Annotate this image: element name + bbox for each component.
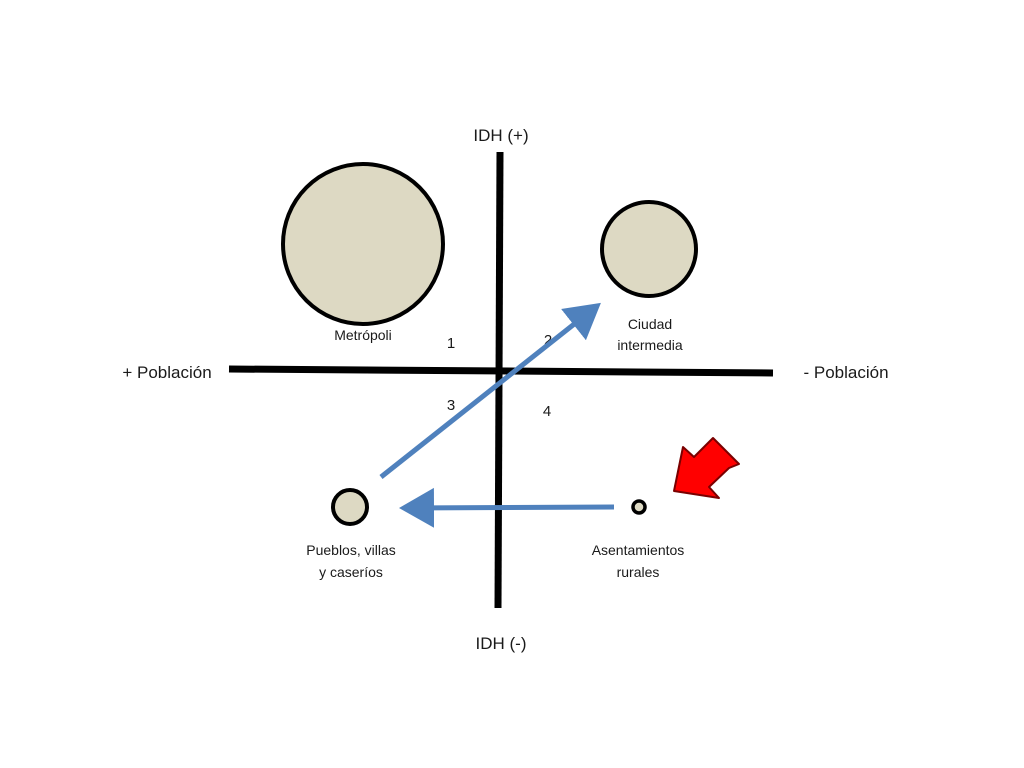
axis-label-bottom: IDH (-) (476, 634, 527, 653)
asentamientos-label-line-2: rurales (617, 564, 660, 580)
asentamientos-label-line-1: Asentamientos (592, 542, 685, 558)
horizontal-axis (228, 365, 774, 377)
ciudad-intermedia-circle (600, 200, 698, 298)
quadrant-label-4: 4 (543, 403, 551, 420)
metropoli-circle (281, 162, 445, 326)
quadrant-label-3: 3 (447, 397, 455, 414)
pueblos-label-line-1: Pueblos, villas (306, 542, 396, 558)
pueblos-circle (331, 488, 369, 526)
ciudad-intermedia-label-line-1: Ciudad (628, 316, 672, 332)
quadrant-label-2: 2 (544, 332, 552, 349)
metropoli-label: Metrópoli (334, 327, 392, 343)
axis-label-right: - Población (803, 363, 888, 382)
asentamientos-circle (631, 499, 647, 515)
axis-label-top: IDH (+) (473, 126, 528, 145)
flow-arrow-asentamientos-to-pueblos (399, 487, 615, 528)
axis-label-left: + Población (122, 363, 211, 382)
highlight-arrow (673, 437, 740, 499)
flow-arrow-pueblos-to-ciudad (379, 302, 601, 479)
pueblos-label-line-2: y caseríos (319, 564, 383, 580)
ciudad-intermedia-label-line-2: intermedia (617, 337, 683, 353)
vertical-axis (494, 151, 504, 609)
quadrant-label-1: 1 (447, 335, 455, 352)
